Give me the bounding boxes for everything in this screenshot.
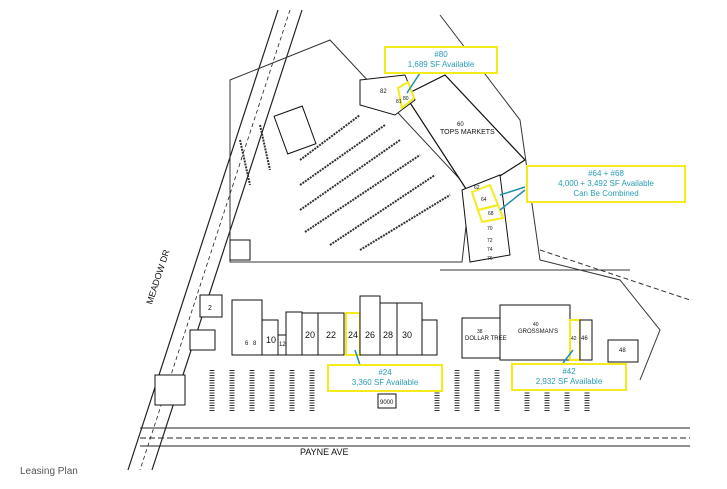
unit-68: 68	[488, 211, 494, 217]
dollar-tree-unit-number: 38	[477, 329, 483, 335]
unit-62: 62	[474, 185, 480, 191]
callout-unit-42: #42 2,932 SF Available	[511, 363, 627, 391]
bank-building	[377, 393, 397, 409]
callout-title: #80	[434, 50, 448, 59]
callout-availability: 3,360 SF Available	[351, 378, 419, 387]
callout-title: #42	[562, 367, 576, 376]
unit-42: 42	[571, 336, 577, 342]
east-retail-strip	[461, 174, 511, 263]
unit-30: 30	[402, 330, 412, 340]
payne-avenue-label: PAYNE AVE	[300, 447, 349, 457]
parking-rows	[239, 114, 451, 251]
unit-76: 76	[487, 256, 493, 262]
unit-28: 28	[383, 330, 393, 340]
unit-22: 22	[326, 330, 336, 340]
north-retail-building	[359, 74, 416, 116]
unit-10: 10	[266, 335, 276, 345]
tops-markets-building	[404, 74, 526, 196]
grossmans-unit-number: 40	[533, 322, 539, 328]
unit-48: 48	[619, 348, 626, 354]
callout-availability: 1,689 SF Available	[407, 60, 475, 69]
callout-unit-80: #80 1,689 SF Available	[384, 46, 498, 74]
callout-unit-64-68: #64 + #68 4,000 + 3,492 SF Available Can…	[526, 165, 686, 203]
dollar-tree-name: DOLLAR TREE	[465, 336, 507, 342]
unit-8: 8	[253, 341, 257, 347]
grossmans-name: GROSSMAN'S	[518, 329, 558, 335]
unit-81: 81	[396, 99, 402, 105]
outparcel-buildings	[154, 105, 317, 406]
callout-arrows	[354, 72, 574, 366]
unit-70: 70	[487, 226, 493, 232]
callout-availability: 2,932 SF Available	[535, 377, 603, 386]
tops-unit-number: 60	[457, 122, 464, 128]
unit-82: 82	[380, 89, 387, 95]
unit-26: 26	[365, 330, 375, 340]
callout-title: #24	[378, 368, 392, 377]
east-property-line	[439, 14, 691, 381]
unit-46: 46	[581, 336, 588, 342]
unit-64: 64	[481, 197, 487, 203]
unit-2: 2	[208, 305, 212, 312]
callout-title: #64 + #68	[588, 169, 624, 178]
unit-6: 6	[245, 341, 249, 347]
payne-avenue-road	[140, 427, 690, 447]
callout-unit-24: #24 3,360 SF Available	[327, 364, 443, 392]
main-retail-strip	[231, 295, 639, 363]
unit-80: 80	[403, 96, 409, 102]
unit-12: 12	[279, 342, 286, 348]
unit-20: 20	[305, 330, 315, 340]
unit-74: 74	[487, 247, 493, 253]
leasing-plan-caption: Leasing Plan	[20, 466, 78, 477]
unit-24: 24	[348, 330, 358, 340]
unit-72: 72	[487, 238, 493, 244]
callout-availability: 4,000 + 3,492 SF Available	[558, 179, 654, 188]
unit-9000: 9000	[380, 400, 394, 406]
callout-note: Can Be Combined	[573, 189, 639, 198]
tops-name: TOPS MARKETS	[440, 129, 495, 136]
